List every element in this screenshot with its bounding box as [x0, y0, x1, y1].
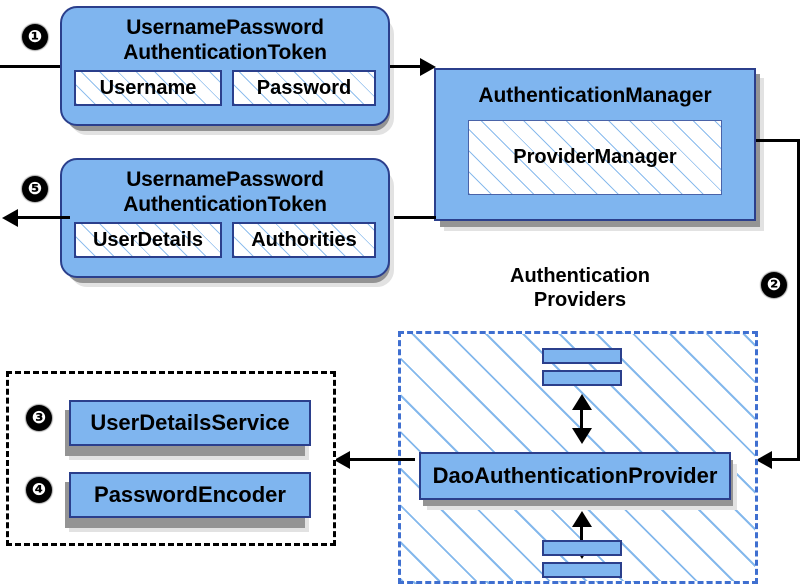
provider-link-top-arrow-down — [572, 428, 592, 444]
incoming-request-line — [0, 65, 70, 68]
outgoing-response-arrowhead — [2, 209, 18, 227]
authentication-manager-title: AuthenticationManager — [478, 84, 712, 107]
step-marker-1: ❶ — [22, 24, 48, 50]
authentication-manager-box[interactable]: AuthenticationManager ProviderManager — [434, 68, 756, 221]
request-token-title-line2: AuthenticationToken — [123, 41, 327, 64]
provider-to-collaborators-arrowhead — [334, 451, 350, 469]
step-marker-3: ❸ — [26, 405, 52, 431]
provider-manager-box[interactable]: ProviderManager — [468, 120, 722, 195]
authentication-providers-caption: Authentication Providers — [470, 264, 690, 312]
authentication-providers-region: DaoAuthenticationProvider — [398, 331, 758, 584]
userdetailsservice-box[interactable]: UserDetailsService — [69, 400, 311, 446]
providers-caption-line2: Providers — [533, 289, 627, 311]
manager-to-provider-line-vertical — [797, 139, 800, 461]
dao-authentication-provider-box[interactable]: DaoAuthenticationProvider — [419, 452, 731, 500]
provider-link-top-arrow-up — [572, 394, 592, 410]
response-token-title-line2: AuthenticationToken — [123, 193, 327, 216]
provider-stack-top-bar-2 — [542, 370, 622, 386]
provider-stack-top-bar-1 — [542, 348, 622, 364]
request-authentication-token[interactable]: UsernamePassword AuthenticationToken Use… — [60, 6, 390, 126]
step-marker-5: ❺ — [22, 176, 48, 202]
slot-userdetails[interactable]: UserDetails — [74, 222, 222, 258]
collaborators-region: UserDetailsService PasswordEncoder — [6, 371, 336, 546]
step-marker-2: ❷ — [761, 272, 787, 298]
slot-password[interactable]: Password — [232, 70, 376, 106]
token-to-manager-line — [390, 65, 426, 68]
request-token-title: UsernamePassword AuthenticationToken — [123, 8, 327, 65]
request-token-title-line1: UsernamePassword — [126, 16, 324, 39]
token-to-manager-arrowhead — [420, 58, 436, 76]
providers-caption-line1: Authentication — [510, 265, 650, 287]
manager-to-provider-arrowhead — [756, 451, 772, 469]
provider-stack-bottom-bar-2 — [542, 562, 622, 578]
provider-to-collaborators-line — [349, 458, 415, 461]
response-token-title: UsernamePassword AuthenticationToken — [123, 160, 327, 217]
step-marker-4: ❹ — [26, 477, 52, 503]
manager-to-provider-line-top — [756, 139, 800, 142]
provider-link-bottom-arrow-up — [572, 511, 592, 527]
provider-link-top-line — [580, 406, 583, 430]
provider-stack-bottom-bar-1 — [542, 540, 622, 556]
response-token-title-line1: UsernamePassword — [126, 168, 324, 191]
provider-link-bottom-line — [580, 523, 583, 545]
passwordencoder-box[interactable]: PasswordEncoder — [69, 472, 311, 518]
manager-to-provider-line-bottom — [770, 458, 800, 461]
manager-to-response-token-line — [390, 216, 436, 219]
response-token-slots: UserDetails Authorities — [74, 222, 376, 258]
response-authentication-token[interactable]: UsernamePassword AuthenticationToken Use… — [60, 158, 390, 278]
outgoing-response-line — [16, 216, 70, 219]
slot-username[interactable]: Username — [74, 70, 222, 106]
slot-authorities[interactable]: Authorities — [232, 222, 376, 258]
request-token-slots: Username Password — [74, 70, 376, 106]
